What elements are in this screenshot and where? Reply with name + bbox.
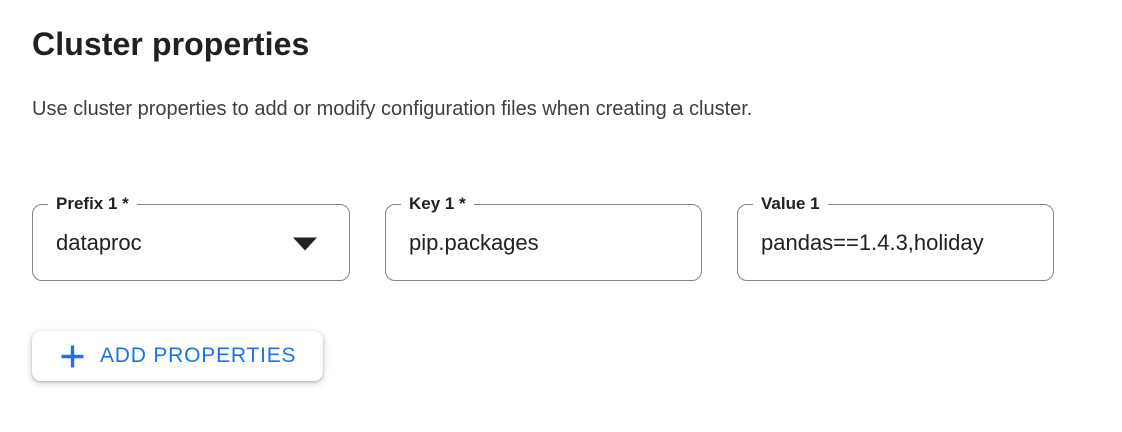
page-title: Cluster properties xyxy=(32,26,310,62)
plus-icon xyxy=(61,345,84,367)
key-field-label: Key 1 * xyxy=(401,194,474,215)
key-text-field: Key 1 * xyxy=(385,194,702,281)
property-row-1: Prefix 1 * dataproc Key 1 * Value 1 xyxy=(32,194,1122,281)
value-input[interactable] xyxy=(761,229,1044,256)
prefix-field-label: Prefix 1 * xyxy=(48,194,137,215)
dropdown-arrow-icon[interactable] xyxy=(293,237,317,251)
key-input[interactable] xyxy=(409,229,692,256)
prefix-select-field[interactable]: Prefix 1 * dataproc xyxy=(32,194,350,281)
prefix-field-value: dataproc xyxy=(56,229,142,255)
value-field-label: Value 1 xyxy=(753,194,828,215)
value-text-field: Value 1 xyxy=(737,194,1054,281)
add-properties-button[interactable]: ADD PROPERTIES xyxy=(32,331,324,381)
add-properties-button-label: ADD PROPERTIES xyxy=(100,344,297,367)
page-description: Use cluster properties to add or modify … xyxy=(32,98,753,120)
